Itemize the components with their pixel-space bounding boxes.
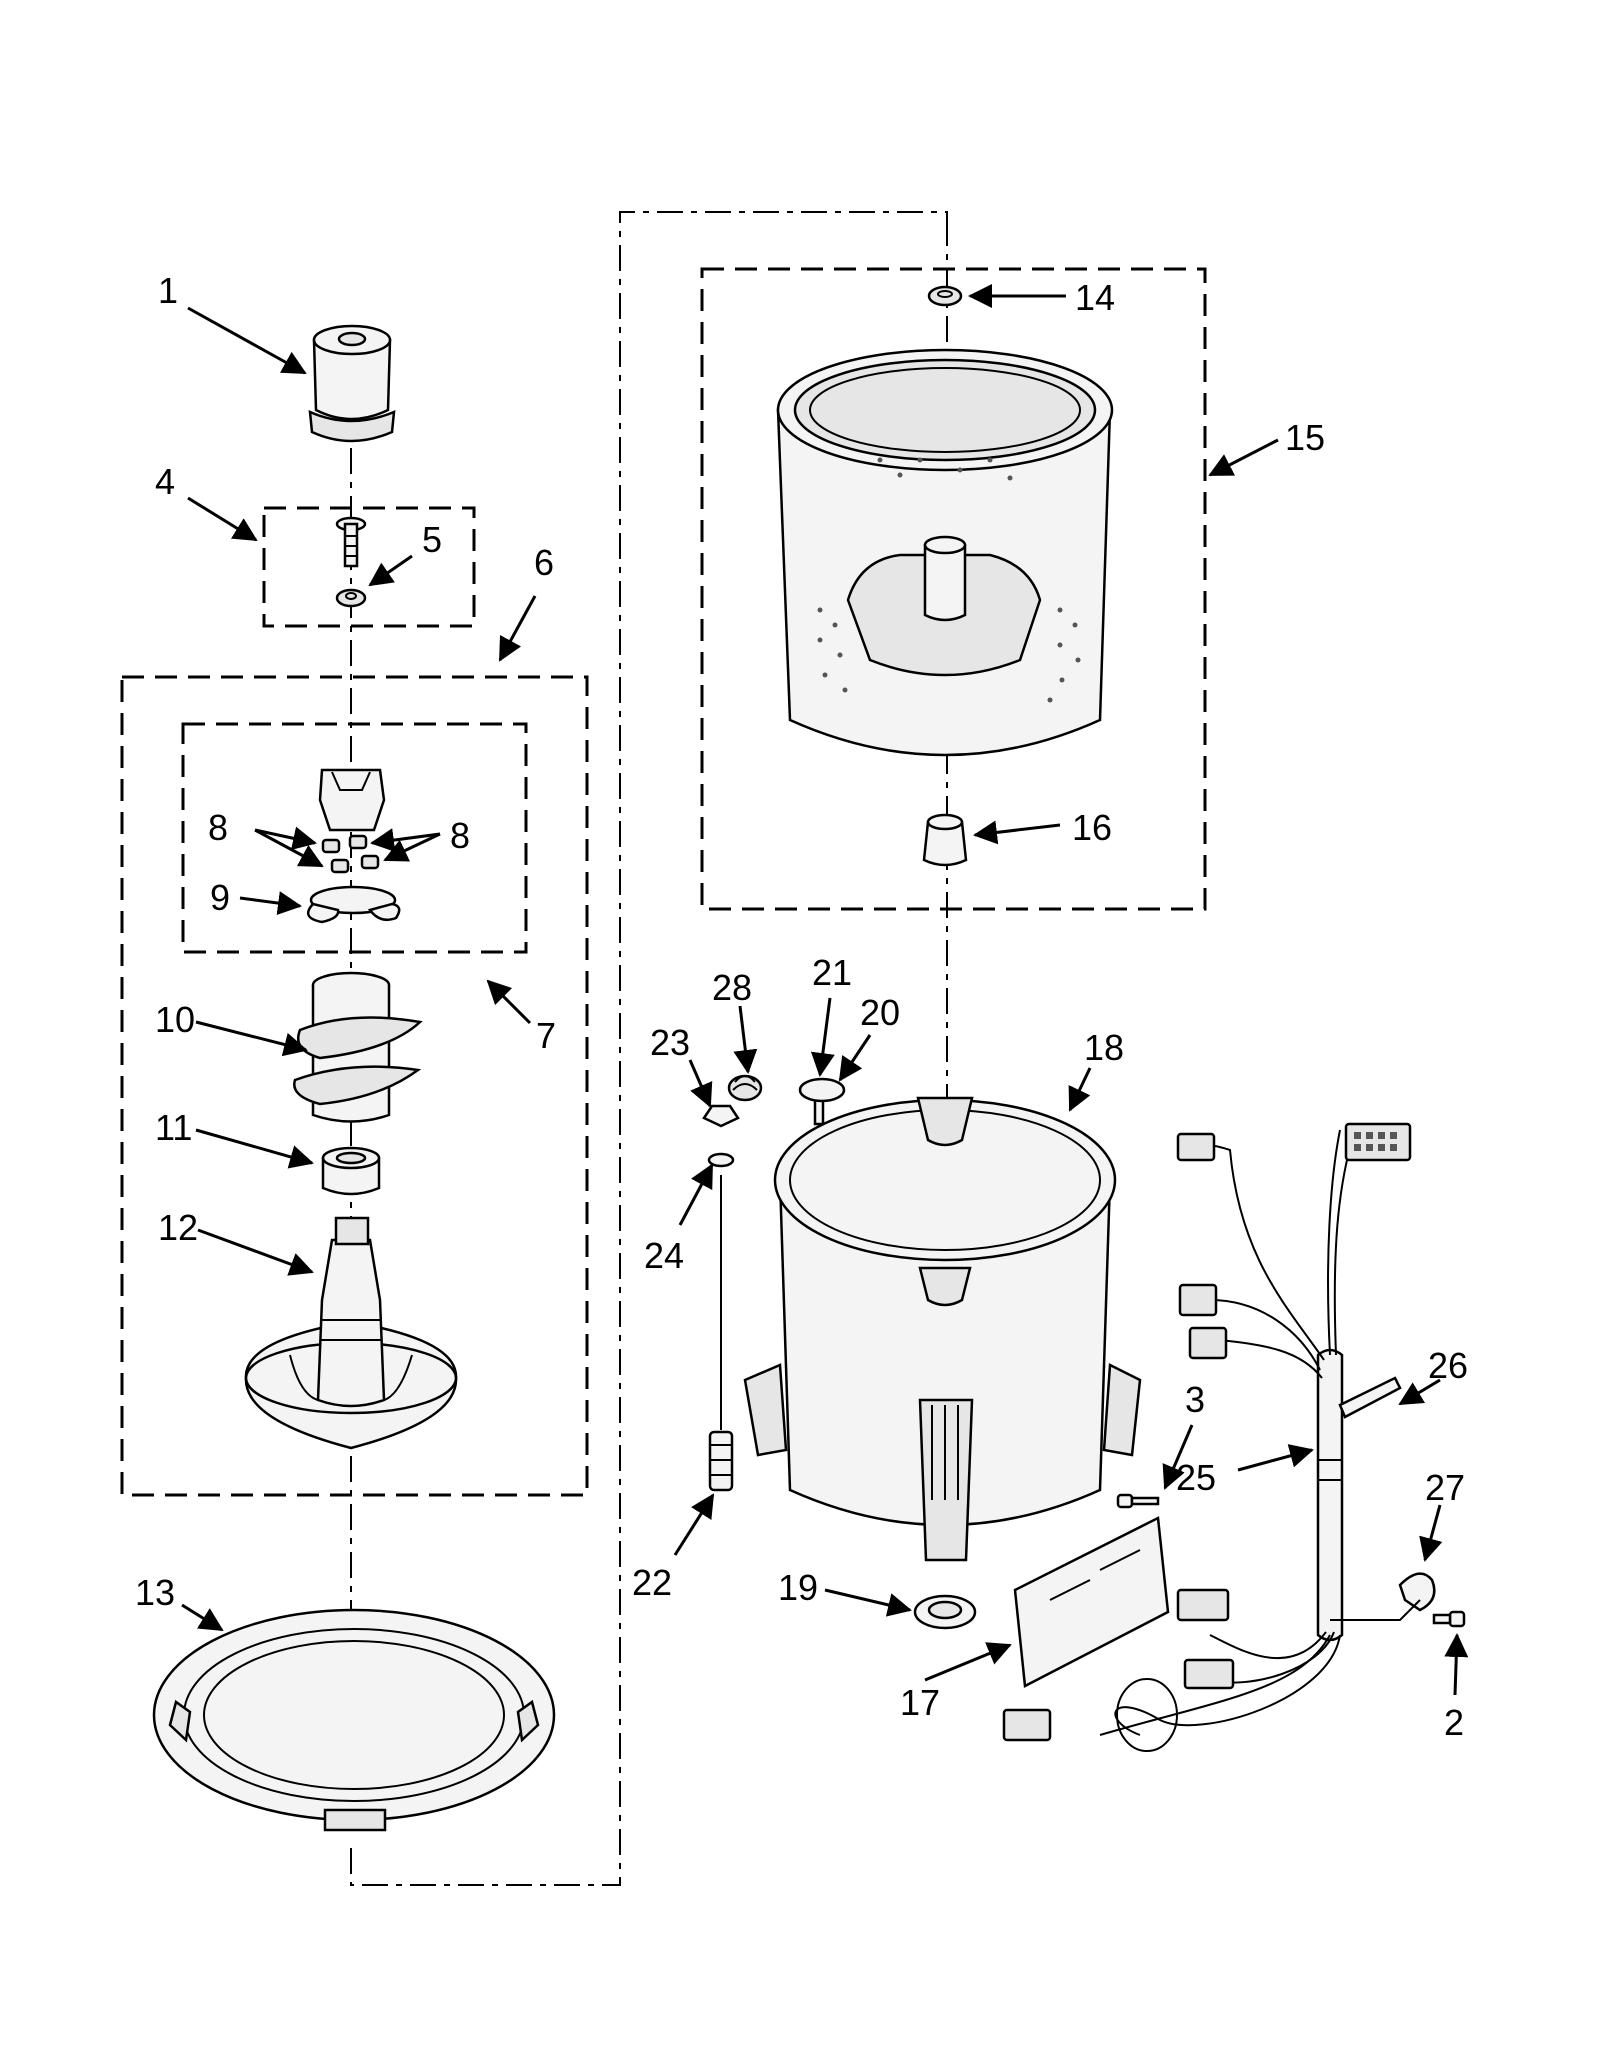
part-9-cam: [306, 885, 401, 924]
callout-14: 14: [1075, 277, 1115, 318]
leader-lines: [181, 284, 1469, 1696]
callout-3: 3: [1185, 1379, 1205, 1420]
part-11-bearing: [321, 1146, 381, 1196]
callout-16: 16: [1072, 807, 1112, 848]
callout-17: 17: [900, 1682, 940, 1723]
part-24-ball-seat: [707, 1152, 735, 1168]
callout-23: 23: [650, 1022, 690, 1063]
callout-15: 15: [1285, 417, 1325, 458]
part-10-auger: [293, 971, 423, 1123]
callout-4: 4: [155, 461, 175, 502]
part-18-outer-tub: [743, 1096, 1142, 1562]
part-25-wire-harness: [1002, 1122, 1412, 1752]
part-23-suspension-cap: [702, 1104, 740, 1128]
part-14-spanner-nut: [927, 285, 963, 307]
part-20-snubber-pad: [798, 1077, 846, 1103]
group-box-7: [181, 722, 528, 954]
part-8-agitator-dogs: [321, 834, 380, 874]
part-13-tub-ring: [152, 1608, 556, 1832]
callout-1: 1: [158, 270, 178, 311]
part-27-clamp: [1398, 1572, 1436, 1612]
group-box-4: [262, 506, 476, 628]
callout-25: 25: [1176, 1457, 1216, 1498]
callout-24: 24: [644, 1235, 684, 1276]
callout-12: 12: [158, 1207, 198, 1248]
part-3-screw: [1116, 1493, 1160, 1509]
part-1-agitator-cap: [308, 324, 396, 443]
part-2-screw: [1432, 1610, 1466, 1628]
callout-26: 26: [1428, 1345, 1468, 1386]
part-22-suspension-rod: [708, 1175, 734, 1492]
callout-28: 28: [712, 967, 752, 1008]
part-16-drive-hub: [922, 813, 968, 867]
part-12-agitator-base: [244, 1216, 458, 1450]
part-7-agitator-drive-block: [318, 768, 386, 832]
part-19-tub-seal: [913, 1594, 977, 1630]
callout-21: 21: [812, 952, 852, 993]
group-box-15: [700, 267, 1207, 911]
part-17-wiring-label: [1013, 1516, 1170, 1688]
callout-27: 27: [1425, 1467, 1465, 1508]
callout-8-right: 8: [450, 815, 470, 856]
part-15-basket: [776, 348, 1114, 757]
part-4-bolt: [335, 516, 367, 568]
callout-22: 22: [632, 1562, 672, 1603]
callout-5: 5: [422, 519, 442, 560]
callout-20: 20: [860, 992, 900, 1033]
callout-2: 2: [1444, 1702, 1464, 1743]
callout-18: 18: [1084, 1027, 1124, 1068]
callout-8-left: 8: [208, 807, 228, 848]
callout-6: 6: [534, 542, 554, 583]
group-box-6: [120, 675, 589, 1497]
part-28-spring: [727, 1074, 763, 1102]
callout-11: 11: [155, 1107, 192, 1148]
callout-19: 19: [778, 1567, 818, 1608]
callout-7: 7: [536, 1015, 556, 1056]
connector-line: [350, 211, 948, 1886]
part-5-washer: [335, 588, 367, 608]
callout-13: 13: [135, 1572, 175, 1613]
callout-9: 9: [210, 877, 230, 918]
callout-10: 10: [155, 999, 195, 1040]
